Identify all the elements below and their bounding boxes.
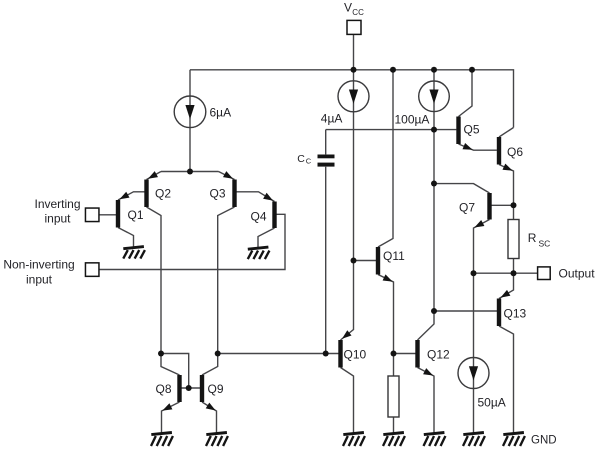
- svg-text:Q9: Q9: [208, 382, 224, 396]
- svg-text:GND: GND: [531, 434, 557, 446]
- svg-text:input: input: [44, 211, 71, 225]
- svg-text:SC: SC: [539, 238, 551, 248]
- svg-text:Non-inverting: Non-inverting: [3, 258, 74, 272]
- svg-text:4µA: 4µA: [321, 111, 343, 125]
- svg-text:Q3: Q3: [210, 187, 226, 201]
- svg-text:R: R: [528, 231, 537, 245]
- svg-text:C: C: [306, 157, 312, 166]
- svg-text:CC: CC: [352, 8, 364, 17]
- svg-text:input: input: [26, 272, 53, 286]
- svg-text:Q13: Q13: [504, 307, 527, 321]
- svg-text:V: V: [344, 0, 352, 14]
- svg-text:Q2: Q2: [155, 187, 171, 201]
- svg-text:C: C: [297, 153, 305, 165]
- svg-text:Q11: Q11: [383, 249, 405, 263]
- svg-text:6µA: 6µA: [210, 105, 232, 119]
- svg-text:Q12: Q12: [427, 348, 450, 362]
- svg-text:50µA: 50µA: [478, 396, 506, 410]
- svg-text:Q6: Q6: [507, 145, 523, 159]
- svg-text:Q10: Q10: [344, 348, 367, 362]
- svg-text:Inverting: Inverting: [34, 197, 80, 211]
- svg-text:Q4: Q4: [251, 210, 267, 224]
- svg-text:Output: Output: [559, 267, 596, 281]
- svg-text:Q8: Q8: [156, 382, 172, 396]
- svg-text:Q7: Q7: [459, 200, 475, 214]
- svg-text:Q5: Q5: [464, 123, 480, 137]
- svg-text:100µA: 100µA: [395, 112, 430, 126]
- svg-text:Q1: Q1: [128, 208, 144, 222]
